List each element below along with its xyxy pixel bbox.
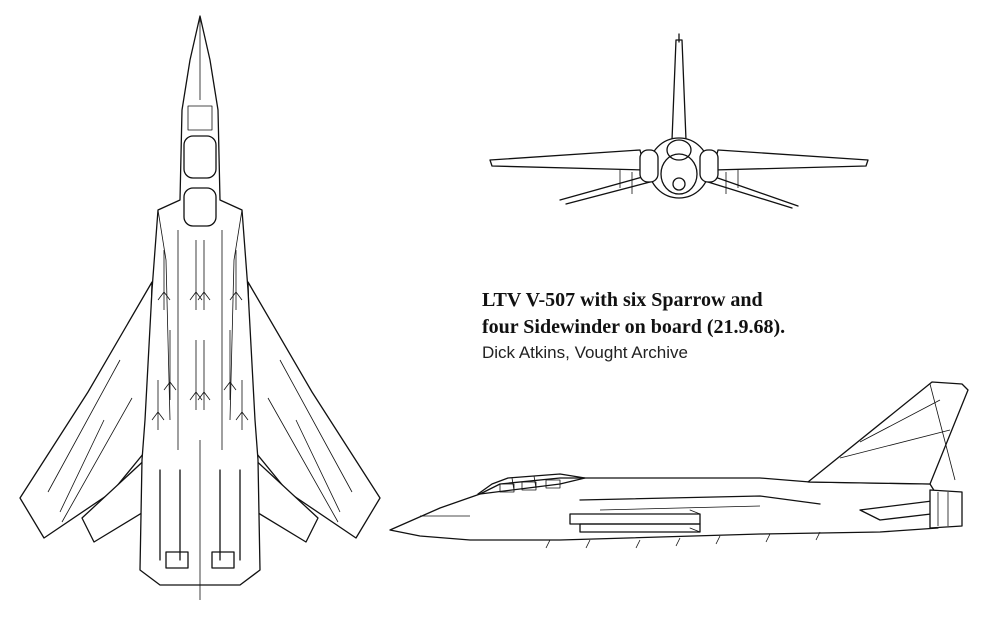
front-view	[489, 33, 869, 209]
side-fin	[807, 381, 969, 485]
caption-line-2: four Sidewinder on board (21.9.68).	[482, 316, 786, 338]
belly-missiles	[151, 240, 249, 430]
canopy-front	[183, 135, 217, 179]
top-view	[19, 15, 381, 600]
canopy-rear	[183, 187, 217, 227]
front-left-wing	[489, 149, 646, 171]
caption-line-1: LTV V-507 with six Sparrow and	[482, 289, 763, 311]
side-view	[389, 381, 969, 549]
side-missiles	[569, 509, 701, 533]
figure-caption: LTV V-507 with six Sparrow and four Side…	[482, 287, 862, 365]
caption-credit: Dick Atkins, Vought Archive	[482, 343, 688, 362]
side-fuselage	[389, 477, 941, 541]
front-right-wing	[712, 149, 869, 171]
front-fin	[671, 39, 687, 141]
